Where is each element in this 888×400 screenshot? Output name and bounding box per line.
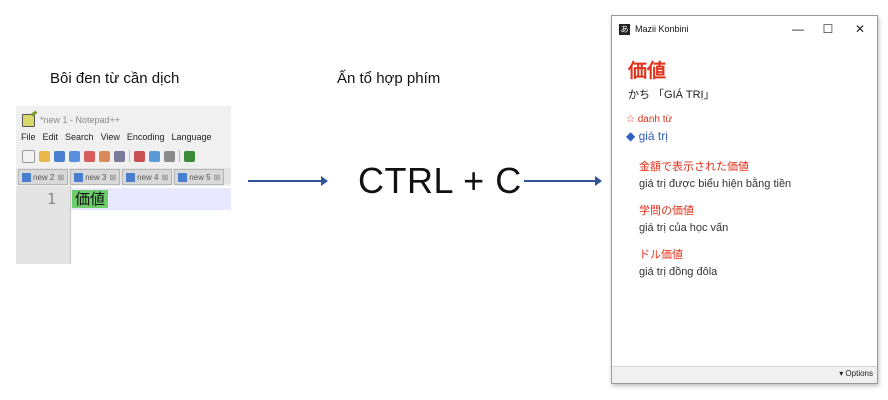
meaning: ◆ giá trị (626, 129, 668, 143)
copy-icon[interactable] (149, 150, 160, 162)
cut-icon[interactable] (134, 150, 145, 162)
tab-new-4[interactable]: new 4⊠ (122, 169, 173, 185)
maximize-button[interactable]: ☐ (822, 22, 834, 36)
reading: かち 「GIÁ TRỊ」 (628, 89, 715, 101)
close-icon[interactable]: ⊠ (161, 172, 169, 182)
file-icon (74, 172, 84, 182)
close-icon[interactable]: ⊠ (109, 172, 117, 182)
tab-label: new 4 (137, 172, 159, 182)
menu-edit[interactable]: Edit (42, 132, 59, 142)
example-japanese: ドル価値 (639, 249, 683, 261)
save-all-icon[interactable] (69, 150, 80, 162)
tab-new-3[interactable]: new 3⊠ (70, 169, 121, 185)
caption-shortcut-step: Ấn tổ hợp phím (337, 70, 441, 87)
paste-icon[interactable] (164, 150, 175, 162)
part-of-speech: ☆ danh từ (626, 114, 673, 125)
save-icon[interactable] (54, 150, 65, 162)
headword: 価値 (628, 61, 667, 82)
toolbar-separator (179, 150, 180, 162)
notepad-menubar: File Edit Search View Encoding Language (16, 132, 212, 146)
arrow-right-icon (524, 176, 602, 186)
line-number-gutter: 1 (16, 186, 71, 264)
tab-new-5[interactable]: new 5⊠ (174, 169, 225, 185)
menu-search[interactable]: Search (65, 132, 94, 142)
close-icon[interactable]: ⊠ (213, 172, 221, 182)
close-all-icon[interactable] (99, 150, 110, 162)
tab-label: new 3 (85, 172, 107, 182)
arrow-right-icon (248, 176, 328, 186)
options-button[interactable]: ▾ Options (839, 369, 873, 378)
file-icon (22, 172, 31, 182)
tab-label: new 5 (189, 172, 211, 182)
notepad-tabbar: new 2⊠ new 3⊠ new 4⊠ new 5⊠ (16, 168, 231, 185)
shortcut-text: CTRL + C (358, 160, 522, 201)
mazii-logo-icon: あ (619, 23, 630, 35)
close-file-icon[interactable] (84, 150, 95, 162)
menu-view[interactable]: View (100, 132, 120, 142)
print-icon[interactable] (114, 150, 125, 162)
example-japanese: 金額で表示された価値 (639, 161, 749, 173)
open-file-icon[interactable] (39, 150, 50, 162)
close-icon[interactable]: ⊠ (57, 172, 65, 182)
mazii-titlebar: あ Mazii Konbini (612, 16, 877, 42)
mazii-footer: ▾ Options (612, 366, 877, 383)
selected-text[interactable]: 価値 (72, 190, 109, 208)
caption-highlight: Bôi đen từ cần dịch (50, 70, 180, 87)
minimize-button[interactable]: — (792, 22, 804, 36)
example-japanese: 学問の価値 (639, 205, 694, 217)
notepad-window: *new 1 - Notepad++ File Edit Search View… (16, 106, 231, 264)
mazii-window: あ Mazii Konbini — ☐ ✕ 価値 かち 「GIÁ TRỊ」 ☆ … (611, 15, 878, 384)
new-file-icon[interactable] (22, 149, 35, 163)
notepad-toolbar (16, 148, 195, 164)
line-number: 1 (46, 190, 56, 208)
notepad-titlebar: *new 1 - Notepad++ (16, 112, 231, 128)
file-icon (126, 172, 136, 182)
notepad-app-icon (22, 113, 35, 127)
toolbar-separator (129, 150, 130, 162)
close-button[interactable]: ✕ (854, 22, 866, 36)
example-vietnamese: giá trị được biểu hiện bằng tiền (639, 178, 792, 190)
notepad-editor[interactable]: 1 価値 (16, 186, 231, 264)
example-vietnamese: giá trị đồng đôla (639, 266, 718, 278)
current-line-highlight (71, 188, 231, 210)
notepad-title: *new 1 - Notepad++ (40, 115, 121, 125)
undo-icon[interactable] (184, 150, 195, 162)
mazii-title: Mazii Konbini (635, 24, 689, 34)
tab-label: new 2 (33, 172, 55, 182)
menu-language[interactable]: Language (171, 132, 212, 142)
menu-file[interactable]: File (21, 132, 36, 142)
menu-encoding[interactable]: Encoding (126, 132, 165, 142)
example-vietnamese: giá trị của học vấn (639, 222, 729, 234)
tab-new-2[interactable]: new 2⊠ (18, 169, 69, 185)
file-icon (178, 172, 188, 182)
